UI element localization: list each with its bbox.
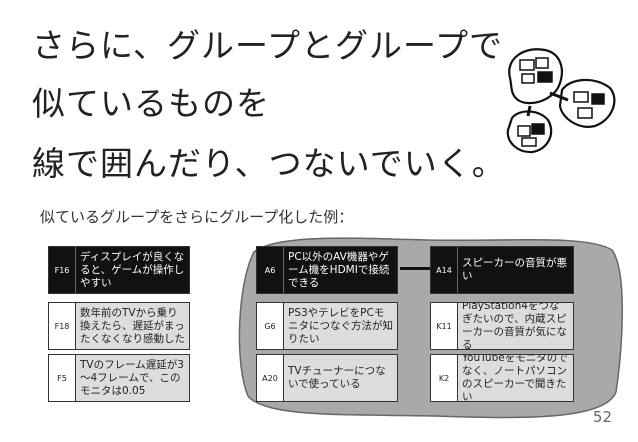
note-text: PC以外のAV機器やゲーム機をHDMIで接続できる (283, 247, 397, 293)
note-text: PS3やテレビをPCモニタにつなぐ方法が知りたい (283, 303, 397, 349)
note-code: A6 (264, 265, 276, 275)
note-code: A14 (436, 265, 452, 275)
note-code: K2 (438, 373, 450, 383)
note-card-a6: A6 PC以外のAV機器やゲーム機をHDMIで接続できる (256, 246, 398, 294)
note-code: K11 (436, 321, 452, 331)
note-card-a20: A20 TVチューナーにつないで使っている (256, 354, 398, 402)
grouped-notes-illustration (506, 48, 616, 154)
note-code: G6 (264, 321, 276, 331)
note-text: スピーカーの音質が悪い (457, 247, 573, 293)
note-text: TVのフレーム遅延が3～4フレームで、このモニタは0.05 (75, 355, 189, 401)
note-card-k11: K11 PlayStation4をつなぎたいので、内蔵スピーカーの音質が気になる (430, 302, 574, 350)
note-card-g6: G6 PS3やテレビをPCモニタにつなぐ方法が知りたい (256, 302, 398, 350)
heading-line-1: さらに、グループとグループで (32, 26, 504, 65)
note-code: F18 (54, 321, 70, 331)
note-card-a14: A14 スピーカーの音質が悪い (430, 246, 574, 294)
note-code: A20 (262, 373, 278, 383)
note-card-k2: K2 YouTubeをモニタのでなく、ノートパソコンのスピーカーで聞きたい (430, 354, 574, 402)
note-code: F16 (54, 265, 70, 275)
heading-line-2: 似ているものを (32, 84, 270, 123)
note-card-f5: F5 TVのフレーム遅延が3～4フレームで、このモニタは0.05 (48, 354, 190, 402)
note-text: 数年前のTVから乗り換えたら、遅延がまったくなくなり感動した (75, 303, 189, 349)
note-card-f18: F18 数年前のTVから乗り換えたら、遅延がまったくなくなり感動した (48, 302, 190, 350)
note-code: F5 (57, 373, 67, 383)
note-text: ディスプレイが良くなると、ゲームが操作しやすい (75, 247, 189, 293)
note-card-f16: F16 ディスプレイが良くなると、ゲームが操作しやすい (48, 246, 190, 294)
note-text: TVチューナーにつないで使っている (283, 355, 397, 401)
heading-line-3: 線で囲んだり、つないでいく。 (32, 144, 506, 183)
note-text: YouTubeをモニタのでなく、ノートパソコンのスピーカーで聞きたい (457, 355, 573, 401)
page-number: 52 (592, 408, 612, 426)
subtitle: 似ているグループをさらにグループ化した例： (40, 208, 354, 226)
group-connector-line (400, 267, 430, 270)
note-text: PlayStation4をつなぎたいので、内蔵スピーカーの音質が気になる (457, 303, 573, 349)
